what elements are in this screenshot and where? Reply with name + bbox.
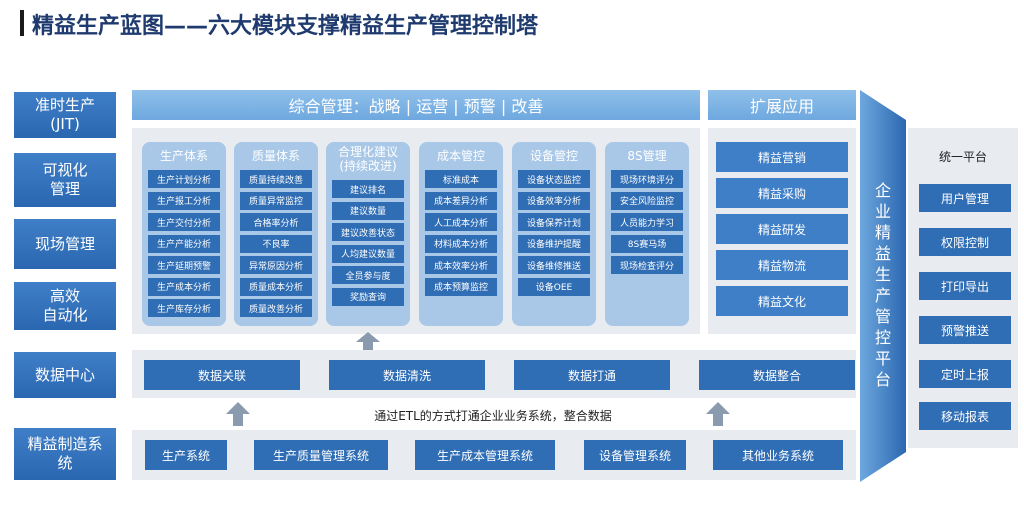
- module-item[interactable]: 生产成本分析: [148, 277, 220, 296]
- system-cost[interactable]: 生产成本管理系统: [415, 440, 555, 470]
- ext-purchasing[interactable]: 精益采购: [716, 178, 848, 208]
- module-column: 设备管控设备状态监控设备效率分析设备保养计划设备维护提醒设备维修推送设备OEE: [512, 142, 596, 326]
- system-production[interactable]: 生产系统: [145, 440, 227, 470]
- module-item[interactable]: 人均建议数量: [332, 244, 404, 263]
- module-item[interactable]: 现场检查评分: [611, 256, 683, 274]
- module-item[interactable]: 安全风险监控: [611, 191, 683, 210]
- module-title: 合理化建议 (持续改进): [337, 145, 398, 173]
- module-item[interactable]: 设备状态监控: [518, 170, 590, 188]
- module-item[interactable]: 设备效率分析: [518, 191, 590, 210]
- module-column: 质量体系质量持续改善质量异常监控合格率分析不良率异常原因分析质量成本分析质量改善…: [234, 142, 318, 326]
- module-title: 设备管控: [529, 149, 578, 163]
- module-item[interactable]: 不良率: [240, 234, 312, 253]
- module-item[interactable]: 8S赛马场: [611, 234, 683, 253]
- extension-banner: 扩展应用: [708, 90, 856, 120]
- module-column: 成本管控标准成本成本差异分析人工成本分析材料成本分析成本效率分析成本预算监控: [419, 142, 503, 326]
- module-item[interactable]: 人工成本分析: [425, 213, 497, 231]
- platform-alert-push[interactable]: 预警推送: [919, 316, 1011, 344]
- module-item[interactable]: 奖励查询: [332, 287, 404, 306]
- platform-scheduled-report[interactable]: 定时上报: [919, 360, 1011, 388]
- module-item[interactable]: 异常原因分析: [240, 256, 312, 274]
- ext-rnd[interactable]: 精益研发: [716, 214, 848, 244]
- module-item[interactable]: 设备维护提醒: [518, 234, 590, 253]
- module-item[interactable]: 成本预算监控: [425, 277, 497, 296]
- ext-logistics[interactable]: 精益物流: [716, 250, 848, 280]
- module-title: 8S管理: [627, 149, 667, 163]
- module-item[interactable]: 生产计划分析: [148, 170, 220, 188]
- module-item[interactable]: 设备OEE: [518, 277, 590, 296]
- dc-data-consolidation[interactable]: 数据整合: [699, 360, 855, 390]
- control-tower-shape: [860, 90, 906, 482]
- module-item[interactable]: 标准成本: [425, 170, 497, 188]
- module-title: 成本管控: [436, 149, 485, 163]
- platform-print-export[interactable]: 打印导出: [919, 272, 1011, 300]
- module-item[interactable]: 建议改善状态: [332, 223, 404, 241]
- module-item[interactable]: 建议数量: [332, 201, 404, 220]
- system-quality[interactable]: 生产质量管理系统: [254, 440, 388, 470]
- module-item[interactable]: 生产报工分析: [148, 191, 220, 210]
- module-item[interactable]: 人员能力学习: [611, 213, 683, 231]
- label-site-management: 现场管理: [14, 219, 116, 269]
- ext-culture[interactable]: 精益文化: [716, 286, 848, 316]
- page-title: 精益生产蓝图——六大模块支撑精益生产管理控制塔: [32, 14, 539, 39]
- arrow-up-icon: [356, 332, 380, 352]
- module-item[interactable]: 建议排名: [332, 180, 404, 198]
- module-item[interactable]: 质量异常监控: [240, 191, 312, 210]
- ext-marketing[interactable]: 精益营销: [716, 142, 848, 172]
- module-item[interactable]: 成本效率分析: [425, 256, 497, 274]
- label-jit: 准时生产 (JIT): [14, 92, 116, 138]
- dc-data-cleansing[interactable]: 数据清洗: [329, 360, 485, 390]
- label-mes: 精益制造系 统: [14, 428, 116, 480]
- platform-permission-control[interactable]: 权限控制: [919, 228, 1011, 256]
- dc-data-integration[interactable]: 数据打通: [514, 360, 670, 390]
- module-item[interactable]: 生产延期预警: [148, 256, 220, 274]
- platform-mobile-report[interactable]: 移动报表: [919, 402, 1011, 430]
- module-item[interactable]: 生产产能分析: [148, 234, 220, 253]
- unified-platform-title: 统一平台: [938, 150, 987, 164]
- module-item[interactable]: 现场环境评分: [611, 170, 683, 188]
- module-column: 8S管理现场环境评分安全风险监控人员能力学习 8S赛马场现场检查评分: [605, 142, 689, 326]
- module-item[interactable]: 材料成本分析: [425, 234, 497, 253]
- etl-description: 通过ETL的方式打通企业业务系统，整合数据: [374, 409, 612, 423]
- module-title: 质量体系: [251, 149, 300, 163]
- module-item[interactable]: 全员参与度: [332, 266, 404, 284]
- module-item[interactable]: 合格率分析: [240, 213, 312, 231]
- module-item[interactable]: 设备保养计划: [518, 213, 590, 231]
- label-visual-management: 可视化 管理: [14, 153, 116, 207]
- system-other[interactable]: 其他业务系统: [713, 440, 843, 470]
- module-item[interactable]: 质量改善分析: [240, 299, 312, 317]
- module-item[interactable]: 生产库存分析: [148, 299, 220, 317]
- label-automation: 高效 自动化: [14, 282, 116, 330]
- platform-user-management[interactable]: 用户管理: [919, 184, 1011, 212]
- module-item[interactable]: 设备维修推送: [518, 256, 590, 274]
- arrow-up-icon: [226, 402, 250, 426]
- management-banner: 综合管理：战略 | 运营 | 预警 | 改善: [132, 90, 700, 120]
- system-equipment[interactable]: 设备管理系统: [584, 440, 686, 470]
- title-accent-bar: [20, 10, 24, 36]
- control-tower-label: 企业精益生产管控平台: [874, 181, 891, 389]
- module-column: 合理化建议 (持续改进) 建议排名建议数量建议改善状态人均建议数量全员参与度奖励查…: [326, 142, 410, 326]
- module-item[interactable]: 生产交付分析: [148, 213, 220, 231]
- module-item[interactable]: 质量持续改善: [240, 170, 312, 188]
- label-data-center: 数据中心: [14, 352, 116, 398]
- module-item[interactable]: 质量成本分析: [240, 277, 312, 296]
- arrow-up-icon: [706, 402, 730, 426]
- module-column: 生产体系生产计划分析生产报工分析生产交付分析生产产能分析生产延期预警生产成本分析…: [142, 142, 226, 326]
- module-title: 生产体系: [159, 149, 208, 163]
- dc-data-association[interactable]: 数据关联: [144, 360, 300, 390]
- module-item[interactable]: 成本差异分析: [425, 191, 497, 210]
